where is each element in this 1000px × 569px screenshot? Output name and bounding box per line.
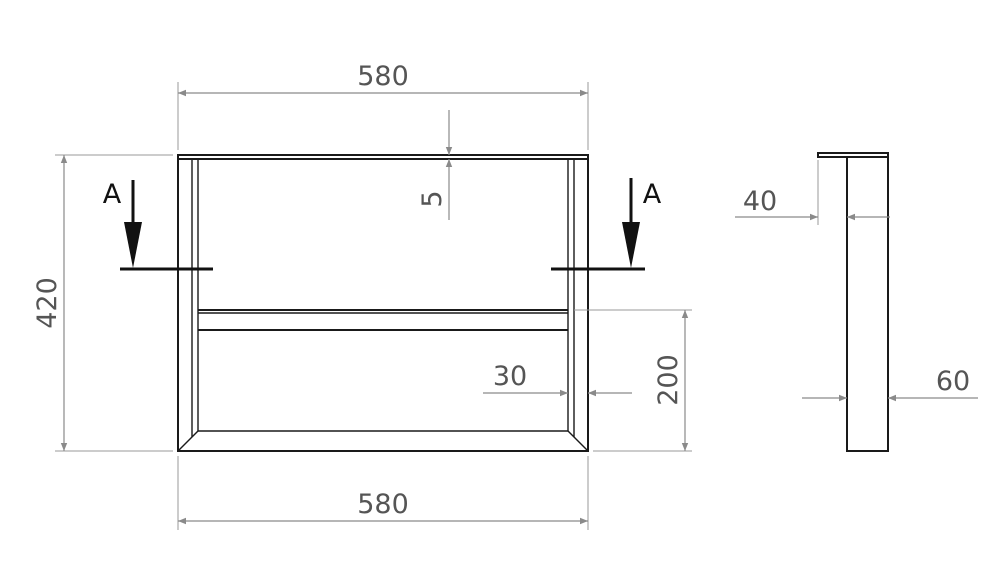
dim-height: 420 (32, 154, 173, 452)
dim-frame-width: 30 (483, 361, 632, 397)
bevel-right (567, 430, 589, 452)
inner-frame (197, 159, 569, 432)
dim-shelf-height-label: 200 (653, 354, 684, 406)
dim-top-width-label: 580 (357, 61, 409, 92)
top-board (177, 154, 589, 160)
side-leg (846, 156, 889, 452)
dim-bottom-width-label: 580 (357, 489, 409, 520)
section-arrow-left (124, 222, 142, 268)
front-view (177, 154, 589, 452)
dim-height-label: 420 (32, 277, 63, 329)
dim-shelf-height: 200 (574, 309, 692, 452)
section-label-right: A (643, 179, 662, 210)
dim-side-depth-top: 40 (735, 160, 890, 225)
dim-side-depth-label: 60 (936, 366, 970, 397)
section-mark-left: A (103, 179, 213, 271)
dim-side-depth: 60 (802, 366, 978, 402)
dim-top-thickness: 5 (417, 110, 453, 220)
dim-top-thickness-label: 5 (417, 190, 448, 207)
outer-frame (177, 159, 589, 452)
section-label-left: A (103, 179, 122, 210)
side-view (817, 152, 889, 452)
dim-frame-width-label: 30 (493, 361, 527, 392)
section-arrow-right (622, 222, 640, 268)
dim-bottom-width: 580 (177, 456, 589, 530)
dim-side-depth-top-label: 40 (743, 186, 777, 217)
section-mark-right: A (551, 178, 662, 271)
dim-top-width: 580 (177, 61, 589, 150)
bevel-left (177, 430, 199, 452)
